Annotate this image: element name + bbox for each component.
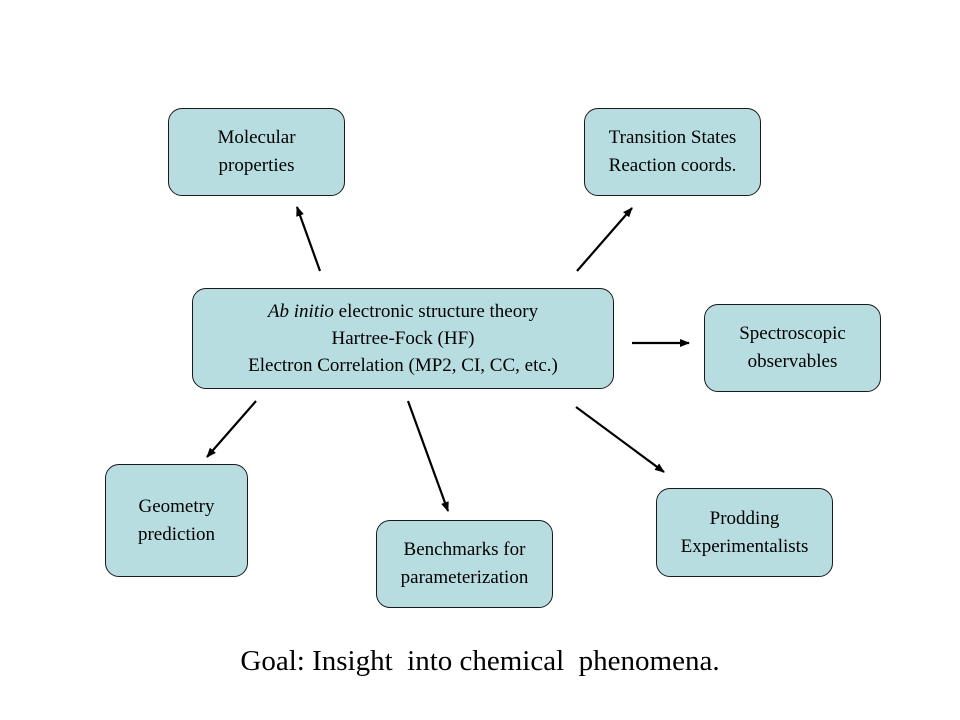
node-molecular-properties: Molecular properties (168, 108, 345, 196)
center-italic-phrase: Ab initio (267, 301, 334, 322)
arrow-to-benchmarks (406, 400, 450, 512)
center-line-2: Hartree-Fock (HF) (331, 328, 475, 349)
node-line: Molecular (217, 127, 296, 148)
node-line: observables (747, 351, 838, 372)
goal-caption: Goal: Insight into chemical phenomena. (240, 645, 720, 677)
node-line: prediction (137, 523, 216, 545)
node-line: Reaction coords. (608, 155, 737, 176)
node-line: Transition States (608, 127, 737, 148)
arrow-to-molecular-properties (295, 206, 322, 272)
node-line: Geometry (138, 495, 215, 517)
node-benchmarks: Benchmarks for parameterization (376, 520, 553, 608)
node-line: Spectroscopic (739, 323, 846, 344)
node-geometry-prediction: Geometry prediction (105, 464, 248, 577)
arrow-to-prodding (575, 406, 665, 473)
node-line: Benchmarks for (403, 539, 526, 560)
arrow-to-transition-states (576, 207, 633, 272)
node-center-theory: Ab initio electronic structure theory Ha… (192, 288, 614, 389)
center-line-1: Ab initio electronic structure theory (268, 298, 538, 325)
node-spectroscopic-observables: Spectroscopic observables (704, 304, 881, 392)
node-transition-states: Transition States Reaction coords. (584, 108, 761, 196)
node-line: Prodding (709, 507, 780, 529)
center-line-1-rest: electronic structure theory (333, 301, 539, 322)
node-line: parameterization (400, 567, 529, 588)
arrow-to-geometry (206, 400, 257, 458)
node-line: Experimentalists (680, 535, 809, 557)
node-line: properties (218, 155, 295, 176)
node-prodding-experimentalists: Prodding Experimentalists (656, 488, 833, 577)
center-line-3: Electron Correlation (MP2, CI, CC, etc.) (248, 355, 558, 376)
